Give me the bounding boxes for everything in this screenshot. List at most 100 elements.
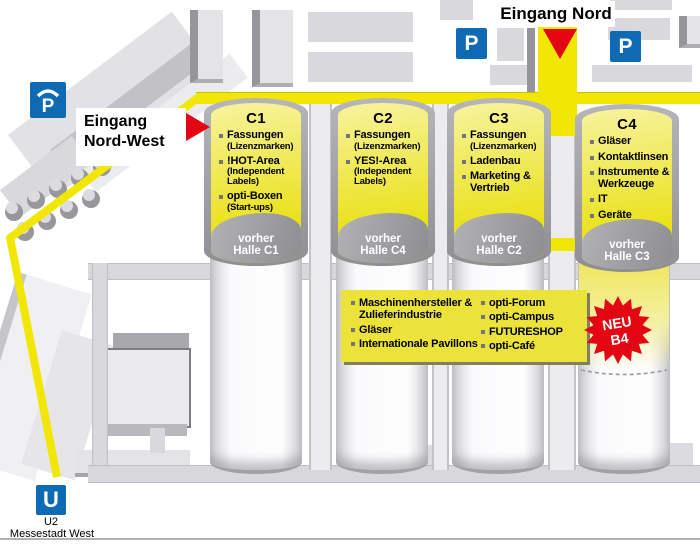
hall-column-c1[interactable]: C1 Fassungen(Lizenzmarken)!HOT-Area(Inde… bbox=[204, 98, 308, 266]
hall-item-sublabel: (Independent Labels) bbox=[354, 166, 412, 188]
hall-title: C4 bbox=[617, 116, 637, 133]
info-item: FUTURESHOP bbox=[481, 326, 581, 338]
bullet-icon bbox=[351, 341, 355, 346]
hall-title: C2 bbox=[373, 110, 393, 127]
access-road bbox=[6, 93, 202, 478]
info-item-label: Gläser bbox=[359, 323, 393, 336]
hall-item: opti-Boxen(Start-ups) bbox=[219, 190, 301, 213]
hall-item: Ladenbau bbox=[462, 155, 544, 168]
hall-item-sublabel: (Lizenzmarken) bbox=[227, 140, 294, 152]
svg-text:P: P bbox=[42, 96, 55, 117]
info-item: opti-Forum bbox=[481, 297, 581, 309]
building-block bbox=[150, 428, 165, 453]
hall-corridor bbox=[432, 103, 449, 470]
bullet-icon bbox=[590, 198, 594, 203]
hall-item: Geräte bbox=[590, 208, 672, 222]
hall-item: Fassungen(Lizenzmarken) bbox=[462, 129, 544, 152]
entrance-nordwest-arrow-icon bbox=[186, 113, 210, 141]
former-hall-banner: vorher Halle C4 bbox=[338, 213, 428, 263]
hall-item-label: Geräte bbox=[598, 208, 632, 221]
covered-parking-icon: P bbox=[30, 82, 66, 118]
parking-icon: P bbox=[456, 28, 487, 59]
former-hall-banner: vorher Halle C3 bbox=[582, 219, 672, 269]
parking-lot bbox=[610, 0, 672, 10]
building-block bbox=[103, 424, 187, 436]
info-item-label: Internationale Pavillons bbox=[359, 337, 478, 350]
former-hall-banner: vorher Halle C1 bbox=[211, 213, 301, 263]
entrance-nord-label: Eingang Nord bbox=[497, 1, 615, 27]
info-item: opti-Campus bbox=[481, 311, 581, 323]
bullet-icon bbox=[346, 134, 350, 138]
service-road bbox=[92, 263, 108, 470]
info-item-label: Maschinenhersteller & Zulieferindustrie bbox=[359, 297, 473, 322]
hall-item: Fassungen(Lizenzmarken) bbox=[346, 129, 428, 152]
hall-corridor bbox=[309, 103, 332, 470]
bullet-icon bbox=[462, 134, 466, 138]
hall-item-sublabel: (Independent Labels) bbox=[227, 166, 285, 188]
hall-item: Instrumente & Werkzeuge bbox=[590, 166, 672, 190]
hall-item-label: YES!-Area bbox=[354, 154, 406, 167]
bullet-icon bbox=[590, 140, 594, 144]
former-label: vorher bbox=[238, 232, 274, 245]
former-label: vorher bbox=[481, 232, 517, 245]
building-block bbox=[679, 16, 700, 48]
hall-item: !HOT-Area(Independent Labels) bbox=[219, 155, 301, 188]
hall-item-label: Fassungen bbox=[470, 129, 527, 141]
bullet-icon bbox=[462, 175, 466, 180]
b4-dashed-boundary bbox=[580, 369, 668, 376]
bullet-icon bbox=[462, 159, 466, 164]
entrance-nordwest-label: Eingang Nord-West bbox=[76, 108, 186, 166]
hall-item: Marketing & Vertrieb bbox=[462, 170, 544, 194]
info-item: opti-Café bbox=[481, 340, 581, 352]
former-label: vorher bbox=[609, 238, 645, 251]
parking-lot bbox=[308, 52, 413, 82]
info-item-label: opti-Campus bbox=[489, 311, 555, 324]
hall-item: Gläser bbox=[590, 135, 672, 148]
map-border-line bbox=[0, 538, 700, 540]
hall-item-sublabel: (Start-ups) bbox=[227, 201, 273, 213]
hall-item: Kontaktlinsen bbox=[590, 151, 672, 164]
bullet-icon bbox=[351, 301, 355, 305]
subway-line-label: U2 bbox=[43, 516, 59, 528]
bullet-icon bbox=[351, 327, 355, 332]
former-hall: Halle C2 bbox=[476, 245, 522, 258]
cross-walkway bbox=[547, 238, 575, 251]
hall-item-label: Marketing & Vertrieb bbox=[470, 170, 531, 194]
bullet-icon bbox=[590, 171, 594, 176]
hall-corridor bbox=[548, 103, 576, 470]
info-item-label: opti-Café bbox=[489, 339, 535, 352]
badge-line1: NEU bbox=[601, 313, 633, 333]
entrance-nord-arrow-icon bbox=[543, 29, 577, 59]
bullet-icon bbox=[590, 213, 594, 218]
former-hall: Halle C1 bbox=[233, 245, 279, 258]
hall-column-c2[interactable]: C2 Fassungen(Lizenzmarken)YES!-Area(Inde… bbox=[331, 98, 435, 266]
former-hall: Halle C4 bbox=[360, 245, 406, 258]
neu-b4-badge: NEU B4 bbox=[584, 296, 652, 364]
hall-item: YES!-Area(Independent Labels) bbox=[346, 154, 428, 188]
hall-item-label: Fassungen bbox=[227, 129, 284, 141]
hall-item: Fassungen(Lizenzmarken) bbox=[219, 129, 301, 152]
bullet-icon bbox=[590, 155, 594, 160]
subway-station-label: Messestadt West bbox=[9, 528, 95, 540]
bullet-icon bbox=[481, 315, 485, 320]
bullet-icon bbox=[481, 343, 485, 348]
hall-item-sublabel: (Lizenzmarken) bbox=[354, 140, 421, 152]
former-label: vorher bbox=[365, 232, 401, 245]
former-hall-banner: vorher Halle C2 bbox=[454, 213, 544, 263]
road-edge bbox=[527, 28, 535, 94]
parking-lot bbox=[592, 65, 692, 82]
hall-item-label: IT bbox=[598, 193, 608, 206]
bullet-icon bbox=[219, 134, 223, 138]
hall-item-label: Instrumente & Werkzeuge bbox=[598, 166, 670, 190]
info-item: Internationale Pavillons bbox=[351, 338, 479, 350]
parking-lot bbox=[440, 0, 473, 20]
building-block bbox=[190, 10, 223, 83]
hall-item-label: Fassungen bbox=[354, 129, 411, 141]
info-item: Maschinenhersteller & Zulieferindustrie bbox=[351, 297, 479, 322]
hall-item-sublabel: (Lizenzmarken) bbox=[470, 140, 537, 152]
building-block bbox=[113, 333, 189, 348]
